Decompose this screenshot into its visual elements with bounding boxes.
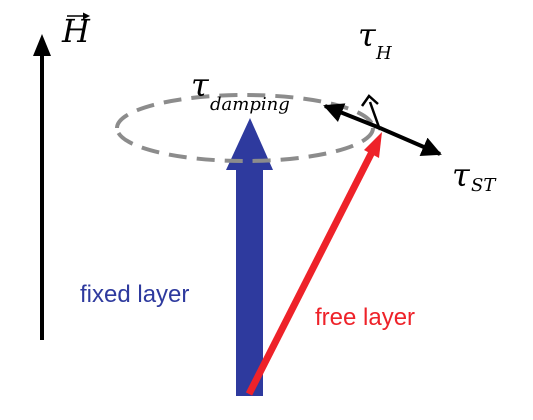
- h-field-arrow: [33, 34, 51, 340]
- fixed-layer-label: fixed layer: [80, 281, 189, 308]
- tau-h-symbol: τ: [358, 16, 377, 54]
- h-field-symbol: H: [61, 12, 91, 50]
- torque-st-arrow: [379, 126, 442, 157]
- tau-damping-subscript: damping: [210, 94, 290, 115]
- tau-st-label: τ ST: [452, 156, 497, 196]
- fixed-layer-arrow: [226, 118, 273, 396]
- tau-damping-symbol: τ: [191, 66, 210, 104]
- free-layer-label: free layer: [315, 304, 415, 331]
- tau-h-subscript: H: [375, 43, 392, 64]
- torque-h-arrow: [360, 94, 382, 131]
- tau-h-label: τ H: [358, 16, 392, 64]
- free-layer-arrow: [245, 132, 382, 396]
- tau-damping-label: τ damping: [191, 66, 290, 115]
- torque-damping-arrow: [323, 103, 381, 130]
- vector-arrowhead: [83, 12, 90, 20]
- precession-orbit-front: [115, 127, 375, 163]
- tau-st-symbol: τ: [452, 156, 471, 194]
- h-field-label: H: [61, 12, 91, 50]
- precession-orbit-back: [115, 93, 375, 129]
- tau-st-subscript: ST: [471, 175, 497, 196]
